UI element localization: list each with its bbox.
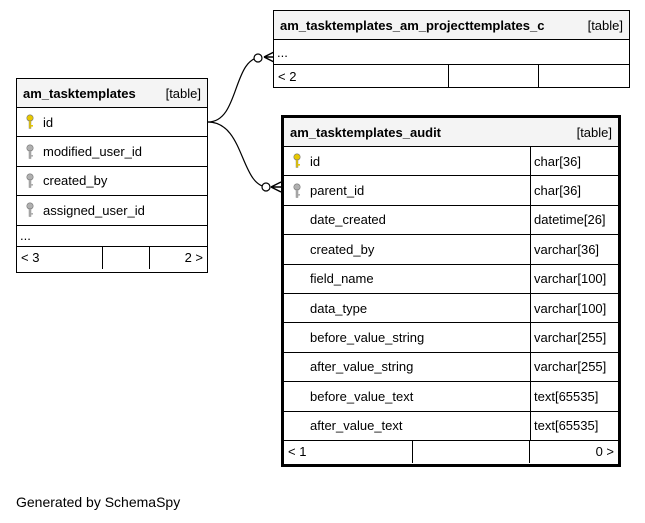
children-count: 2 > [184, 250, 203, 266]
optional-marker-project [253, 53, 263, 63]
table-tasktemplates[interactable]: am_tasktemplates [table] id modified_user… [16, 78, 208, 273]
column-row-created-by[interactable]: created_by varchar[36] [284, 235, 618, 265]
column-name: created_by [43, 173, 108, 189]
column-type: text[65535] [530, 411, 618, 440]
table-name: am_tasktemplates_am_projecttemplates_c [280, 17, 545, 33]
more-columns: ... [274, 40, 629, 65]
column-name: before_value_string [310, 330, 425, 346]
column-row-before-value-text[interactable]: before_value_text text[65535] [284, 382, 618, 412]
footer-middle [103, 246, 150, 269]
footer-middle [413, 440, 530, 463]
table-tasktemplates-audit[interactable]: am_tasktemplates_audit [table] id char[36… [281, 115, 621, 467]
foreign-key-icon [284, 183, 310, 199]
parents-count: < 2 [274, 65, 449, 87]
foreign-key-icon [17, 202, 43, 218]
foreign-key-icon [17, 144, 43, 160]
column-name: after_value_text [310, 418, 403, 434]
column-row-data-type[interactable]: data_type varchar[100] [284, 293, 618, 324]
column-row-after-value-text[interactable]: after_value_text text[65535] [284, 411, 618, 441]
table-header: am_tasktemplates_am_projecttemplates_c [… [274, 11, 629, 40]
column-row-assigned-user-id[interactable]: assigned_user_id [17, 196, 207, 226]
column-name: before_value_text [310, 388, 414, 404]
children-count [539, 65, 629, 87]
column-type: char[36] [530, 176, 618, 205]
column-type: varchar[36] [530, 235, 618, 264]
column-row-field-name[interactable]: field_name varchar[100] [284, 264, 618, 294]
table-kind: [table] [576, 124, 612, 140]
children-count: 0 > [595, 444, 614, 460]
primary-key-icon [17, 114, 43, 130]
table-footer: < 2 [274, 65, 629, 87]
column-name: created_by [310, 241, 375, 257]
column-type: char[36] [530, 147, 618, 176]
column-name: field_name [310, 271, 374, 287]
relation-line-project [207, 56, 263, 123]
column-type: varchar[100] [530, 264, 618, 293]
column-type: varchar[100] [530, 293, 618, 323]
column-row-created-by[interactable]: created_by [17, 167, 207, 197]
column-row-parent-id[interactable]: parent_id char[36] [284, 176, 618, 206]
crowfoot-project [263, 51, 275, 63]
column-name: id [310, 153, 321, 169]
column-name: parent_id [310, 183, 365, 199]
column-row-after-value-string[interactable]: after_value_string varchar[255] [284, 352, 618, 383]
column-name: modified_user_id [43, 144, 143, 160]
more-columns: ... [17, 226, 207, 247]
table-name: am_tasktemplates_audit [290, 124, 442, 140]
table-footer: < 1 0 > [284, 440, 618, 463]
primary-key-icon [284, 153, 310, 169]
column-name: after_value_string [310, 359, 414, 375]
column-row-date-created[interactable]: date_created datetime[26] [284, 205, 618, 236]
relation-line-audit [207, 121, 269, 188]
optional-marker-audit [261, 182, 271, 192]
table-header: am_tasktemplates_audit [table] [284, 118, 618, 147]
column-row-before-value-string[interactable]: before_value_string varchar[255] [284, 323, 618, 353]
column-name: data_type [310, 300, 368, 316]
table-name: am_tasktemplates [23, 85, 136, 101]
table-footer: < 3 2 > [17, 246, 207, 269]
foreign-key-icon [17, 173, 43, 189]
crowfoot-audit [270, 181, 282, 193]
footer-middle [449, 65, 539, 87]
column-name: date_created [310, 212, 386, 228]
table-kind: [table] [587, 17, 623, 33]
column-type: varchar[255] [530, 352, 618, 382]
credit-text: Generated by SchemaSpy [16, 494, 181, 510]
column-name: assigned_user_id [43, 202, 145, 218]
table-header: am_tasktemplates [table] [17, 79, 207, 108]
column-row-id[interactable]: id [17, 108, 207, 138]
column-type: text[65535] [530, 382, 618, 411]
column-name: id [43, 114, 54, 130]
table-project-templates-link[interactable]: am_tasktemplates_am_projecttemplates_c [… [273, 10, 630, 88]
column-row-id[interactable]: id char[36] [284, 147, 618, 177]
column-row-modified-user-id[interactable]: modified_user_id [17, 137, 207, 167]
column-type: datetime[26] [530, 205, 618, 235]
column-type: varchar[255] [530, 323, 618, 352]
parents-count: < 3 [17, 246, 103, 269]
parents-count: < 1 [284, 440, 413, 463]
table-kind: [table] [165, 85, 201, 101]
